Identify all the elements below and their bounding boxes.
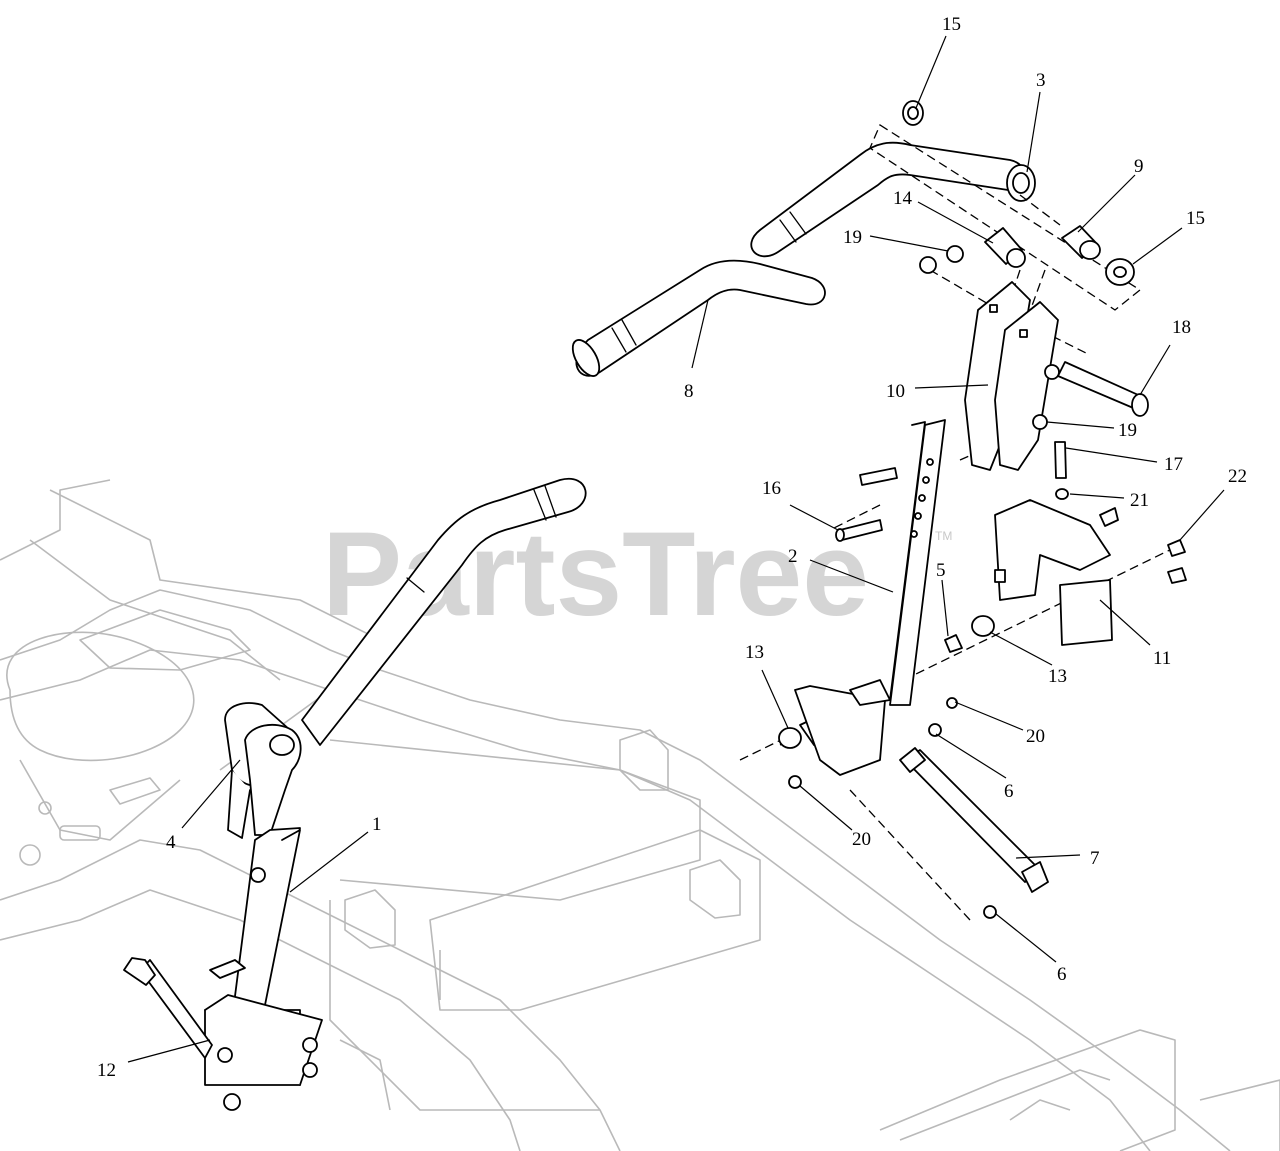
callout-11: 11	[1153, 648, 1171, 669]
small-parts-lower	[778, 615, 1049, 919]
watermark-tm: TM	[935, 529, 952, 543]
callout-1: 1	[372, 814, 382, 835]
callout-labels: 15 3 9 15 14 19 18 8 10 19 17 21 22 16 2…	[97, 14, 1247, 1081]
callout-18: 18	[1172, 317, 1191, 338]
callout-4: 4	[166, 832, 176, 853]
assembled-control-lever	[123, 477, 587, 1111]
leader-lines	[127, 35, 1225, 1063]
callout-7: 7	[1090, 848, 1100, 869]
callout-17: 17	[1164, 454, 1183, 475]
callout-15-b: 15	[1186, 208, 1205, 229]
lever-arm	[835, 419, 1119, 706]
mount-bracket	[994, 499, 1187, 646]
lever-bracket	[964, 281, 1149, 471]
callout-6: 6	[1004, 781, 1014, 802]
callout-16: 16	[762, 478, 781, 499]
callout-8: 8	[684, 381, 694, 402]
callout-3: 3	[1036, 70, 1046, 91]
callout-10: 10	[886, 381, 905, 402]
callout-13: 13	[745, 642, 764, 663]
callout-22: 22	[1228, 466, 1247, 487]
callout-5: 5	[936, 560, 946, 581]
chassis-frame	[0, 479, 1280, 1151]
callout-20-b: 20	[852, 829, 871, 850]
callout-9: 9	[1134, 156, 1144, 177]
control-handle	[750, 100, 1036, 258]
callout-20: 20	[1026, 726, 1045, 747]
callout-6-b: 6	[1057, 964, 1067, 985]
callout-12: 12	[97, 1060, 116, 1081]
callout-13-b: 13	[1048, 666, 1067, 687]
callout-2: 2	[788, 546, 798, 567]
callout-19-b: 19	[1118, 420, 1137, 441]
handle-grip	[571, 259, 826, 377]
callout-21: 21	[1130, 490, 1149, 511]
callout-14: 14	[893, 188, 913, 209]
small-parts-upper	[919, 225, 1135, 286]
callout-15: 15	[942, 14, 961, 35]
callout-19: 19	[843, 227, 862, 248]
